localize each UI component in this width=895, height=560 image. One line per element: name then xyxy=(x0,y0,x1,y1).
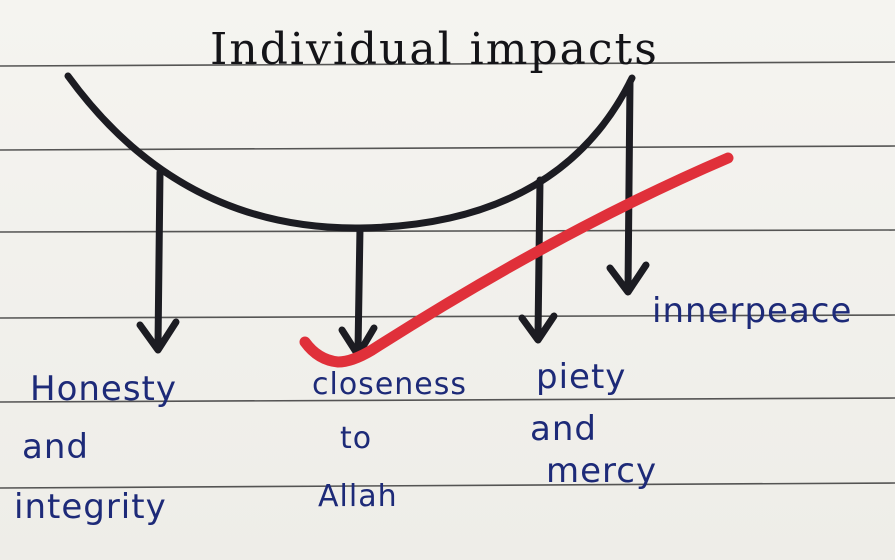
branch-label-innerpeace: innerpeace xyxy=(652,291,852,331)
branch-label-closeness: closeness to Allah xyxy=(312,367,467,514)
label-line: closeness xyxy=(312,367,467,402)
label-line: Allah xyxy=(318,479,398,514)
rule-line xyxy=(0,229,895,233)
arrowhead-piety xyxy=(518,312,558,344)
arrow-shaft-piety xyxy=(534,176,544,339)
check-mark-icon xyxy=(299,152,734,368)
label-line: and xyxy=(22,427,89,467)
rule-line xyxy=(0,314,895,319)
branch-arrows xyxy=(136,78,650,359)
rule-line xyxy=(0,482,895,489)
label-line: and xyxy=(530,409,597,449)
arrowhead-honesty xyxy=(136,318,180,354)
main-curve xyxy=(64,72,636,232)
label-line: mercy xyxy=(546,451,657,491)
label-line: to xyxy=(340,421,372,456)
diagram-title: Individual impacts xyxy=(210,24,659,75)
label-line: Honesty xyxy=(30,369,177,409)
ruled-lines xyxy=(0,61,895,489)
rule-line xyxy=(0,145,895,151)
arrowhead-innerpeace xyxy=(606,261,650,296)
arrow-shaft-honesty xyxy=(154,168,164,349)
label-line: piety xyxy=(536,357,626,397)
arrow-shaft-innerpeace xyxy=(624,78,634,294)
rule-line xyxy=(0,397,895,403)
label-line: integrity xyxy=(14,487,167,527)
arrow-shaft-closeness xyxy=(354,224,364,354)
branch-label-honesty: Honesty and integrity xyxy=(14,369,177,527)
branch-label-piety: piety and mercy xyxy=(530,357,657,491)
label-line: innerpeace xyxy=(652,291,852,331)
rule-line xyxy=(0,61,895,67)
